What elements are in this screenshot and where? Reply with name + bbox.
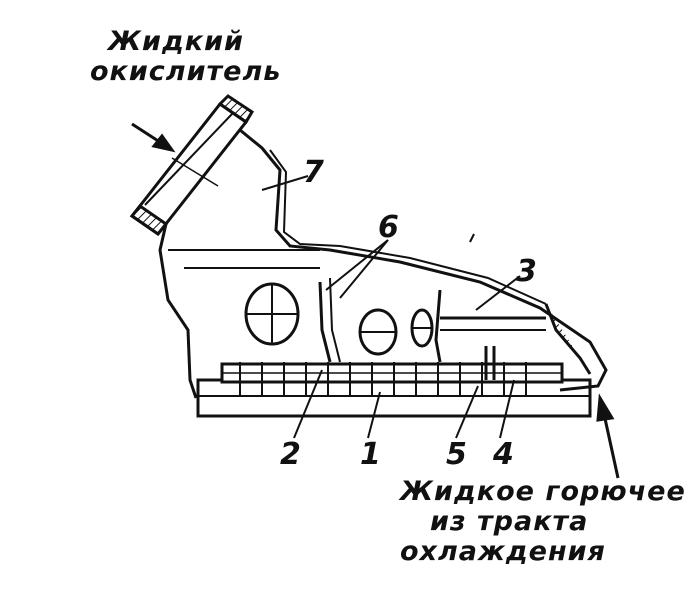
part-number-3: 3 [516,254,537,289]
part-number-4: 4 [493,437,514,472]
injector-holes [239,362,527,396]
support-rib [434,289,592,375]
leader-lines [261,175,521,439]
oxidizer-inlet-pipe [129,94,255,237]
manifold-openings [244,282,434,356]
fuel-fitting [484,346,496,380]
part-number-5: 5 [446,437,467,472]
oxidizer-label-line-1: Жидкий [108,26,244,57]
fuel-flow-arrow [596,393,620,479]
fuel-label-line-2: из тракта [430,506,589,537]
oxidizer-flow-arrow [131,122,176,153]
part-number-2: 2 [280,437,301,472]
oxidizer-label-line-2: окислитель [90,56,282,87]
part-number-7: 7 [303,155,324,190]
partition-wall [318,277,341,363]
part-number-6: 6 [378,210,399,245]
fuel-label-line-1: Жидкое горючее [400,476,686,507]
stray-mark [469,233,475,243]
fuel-label-line-3: охлаждения [400,536,606,567]
injector-housing [158,128,608,418]
part-number-1: 1 [360,437,381,472]
